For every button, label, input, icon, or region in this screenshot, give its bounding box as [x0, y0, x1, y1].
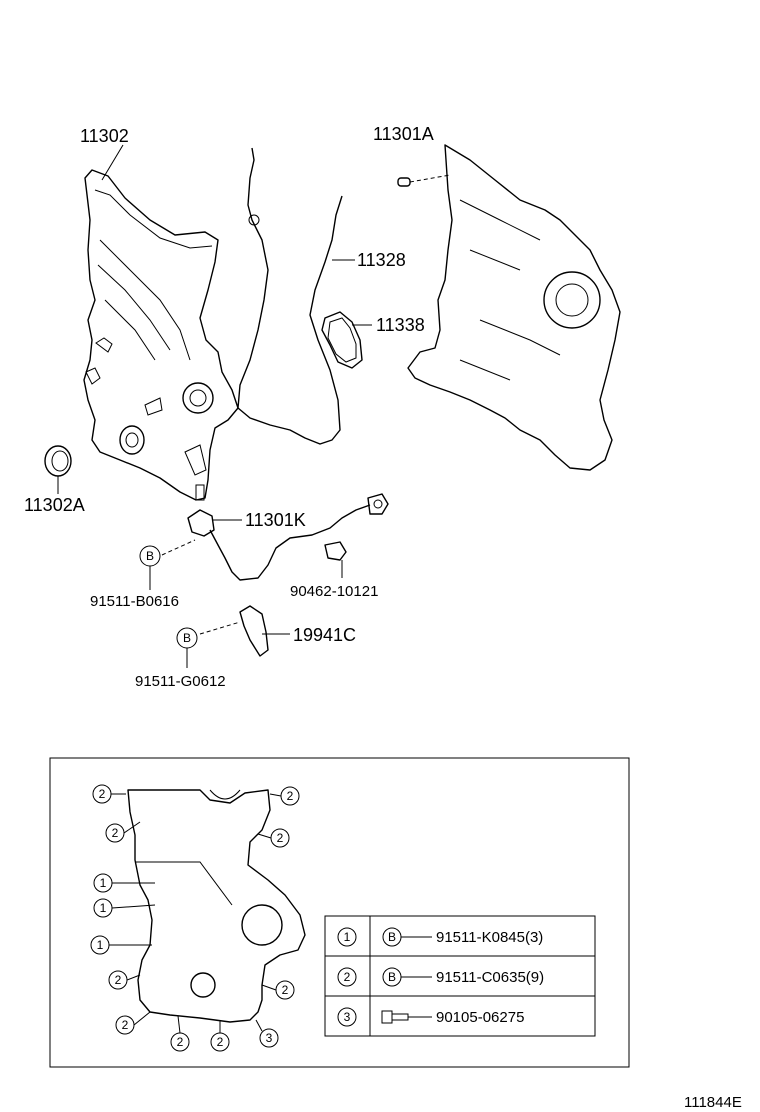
svg-text:1: 1: [100, 901, 107, 915]
legend-part-number: 91511-C0635(9): [436, 969, 544, 986]
bolt-icon: [381, 1010, 409, 1024]
svg-text:2: 2: [122, 1018, 129, 1032]
svg-text:2: 2: [217, 1035, 224, 1049]
bracket-drawing: [199, 605, 269, 657]
callout-bracket: 19941C: [293, 625, 356, 645]
svg-text:3: 3: [266, 1031, 273, 1045]
engine-block-drawing: [407, 144, 621, 471]
bolt-position: 2: [115, 1011, 151, 1035]
diagram-id: 111844E: [684, 1094, 742, 1111]
bolt-position: 1: [93, 898, 156, 918]
callout-oil-seal: 11302A: [24, 495, 85, 515]
svg-text:2: 2: [177, 1035, 184, 1049]
bolt-position: 2: [108, 970, 141, 990]
legend-part-number: 90105-06275: [436, 1009, 524, 1026]
cover-outline-drawing: [127, 789, 306, 1023]
svg-text:2: 2: [99, 787, 106, 801]
svg-text:2: 2: [115, 973, 122, 987]
bolt-marker: B: [139, 545, 161, 567]
timing-cover-drawing: [83, 169, 239, 501]
leader-lines: [57, 144, 372, 668]
callout-gasket-oring: 11338: [376, 315, 425, 335]
bolt-position: 2: [269, 786, 300, 806]
svg-text:2: 2: [282, 983, 289, 997]
legend-row: 2 B 91511-C0635(9): [337, 967, 544, 987]
callout-sensor-bolt: 91511-B0616: [90, 593, 179, 610]
callout-bracket-bolt: 91511-G0612: [135, 673, 226, 690]
bolt-position: 2: [261, 980, 295, 1000]
svg-text:B: B: [388, 930, 396, 944]
o-ring-drawing: [321, 311, 363, 369]
gasket-drawing: [237, 147, 343, 445]
svg-text:2: 2: [287, 789, 294, 803]
bolt-location-panel: [49, 757, 630, 1068]
bolt-position: 2: [170, 1015, 190, 1052]
callout-sensor: 11301K: [245, 510, 306, 530]
callout-gasket-outer: 11328: [357, 250, 406, 270]
svg-text:1: 1: [344, 930, 351, 944]
legend-part-number: 91511-K0845(3): [436, 929, 543, 946]
svg-text:2: 2: [277, 831, 284, 845]
dowel-pin-drawing: [397, 174, 451, 187]
svg-text:1: 1: [100, 876, 107, 890]
oil-seal-drawing: [44, 445, 72, 477]
callout-front-cover: 11302: [80, 126, 129, 146]
bolt-marker: B: [176, 627, 198, 649]
svg-text:3: 3: [344, 1010, 351, 1024]
sensor-harness-drawing: [161, 493, 389, 581]
bolt-position: 1: [93, 873, 155, 893]
svg-text:B: B: [146, 549, 154, 563]
svg-text:B: B: [388, 970, 396, 984]
bolt-position: 3: [255, 1019, 279, 1048]
svg-text:2: 2: [344, 970, 351, 984]
svg-text:1: 1: [97, 938, 104, 952]
bolt-position-callouts: 2 2 2 2 1 1 1 2 2 2 2 2 3: [90, 784, 300, 1052]
callout-dowel-pin: 11301A: [373, 124, 434, 144]
legend-row: 3 90105-06275: [337, 1007, 524, 1027]
svg-text:2: 2: [112, 826, 119, 840]
bolt-position: 1: [90, 935, 152, 955]
svg-text:B: B: [183, 631, 191, 645]
callout-clamp: 90462-10121: [290, 583, 378, 600]
bolt-position: 2: [210, 1020, 230, 1052]
bolt-legend-table: 1 B 91511-K0845(3) 2 B 91511-C0635(9) 3 …: [324, 915, 596, 1037]
legend-row: 1 B 91511-K0845(3): [337, 927, 543, 947]
bolt-position: 2: [257, 828, 290, 848]
bolt-position: 2: [105, 821, 141, 843]
bolt-position: 2: [92, 784, 126, 804]
